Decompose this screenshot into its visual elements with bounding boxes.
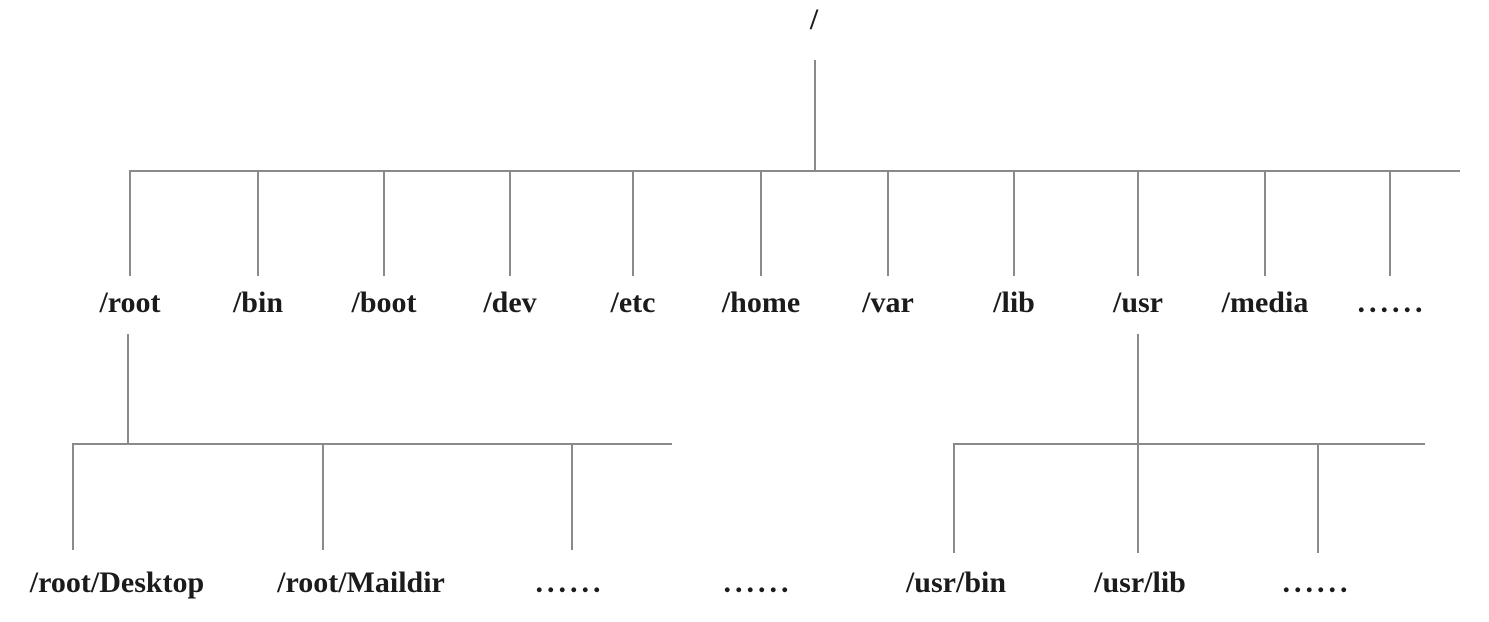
node-dev: /dev <box>483 286 537 319</box>
node-root-desktop: /root/Desktop <box>29 566 205 599</box>
node-root-maildir: /root/Maildir <box>277 566 445 599</box>
node-lib: /lib <box>993 286 1035 319</box>
node-usr-lib: /usr/lib <box>1094 566 1186 599</box>
node-home: /home <box>721 286 801 319</box>
node-level1-ellipsis: ...... <box>1357 286 1427 319</box>
node-usr-bin: /usr/bin <box>905 566 1007 599</box>
node-boot: /boot <box>351 286 417 319</box>
node-usr: /usr <box>1112 286 1164 319</box>
node-media: /media <box>1221 286 1309 319</box>
node-root-children-ellipsis: ...... <box>535 566 605 599</box>
node-omitted-subtrees-ellipsis: ...... <box>723 566 793 599</box>
node-usr-children-ellipsis: ...... <box>1282 566 1352 599</box>
node-var: /var <box>862 286 914 319</box>
node-bin: /bin <box>232 286 284 319</box>
node-etc: /etc <box>610 286 656 319</box>
node-root-dir: /root <box>99 286 161 319</box>
node-root: / <box>809 3 819 36</box>
